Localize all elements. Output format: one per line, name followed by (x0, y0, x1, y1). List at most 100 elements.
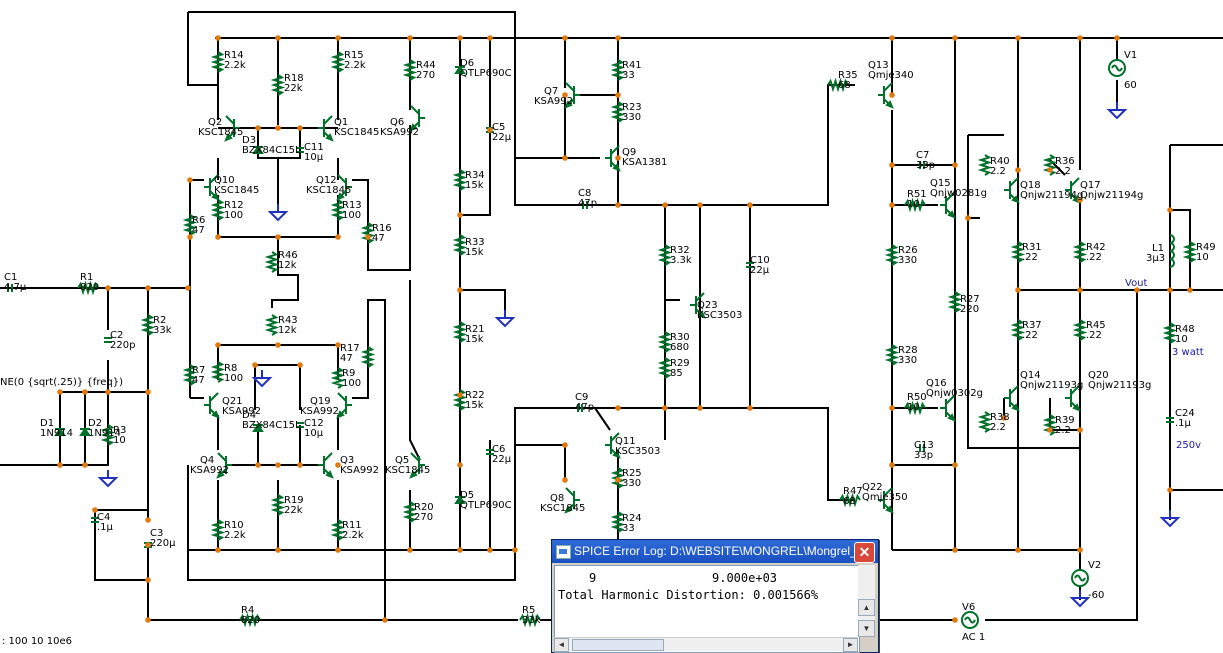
resistor-r21[interactable] (452, 321, 468, 343)
resistor-r6[interactable] (182, 214, 198, 236)
resistor-r41[interactable] (610, 59, 626, 81)
resistor-r43[interactable] (264, 314, 280, 336)
resistor-r35[interactable] (827, 77, 849, 93)
resistor-r42[interactable] (1072, 241, 1088, 263)
resistor-r16[interactable] (360, 222, 376, 244)
diode-d3[interactable] (252, 145, 264, 154)
diode-d5[interactable] (454, 495, 466, 504)
transistor-q7[interactable] (564, 82, 580, 109)
resistor-r11[interactable] (330, 519, 346, 541)
diode-d1[interactable] (54, 427, 66, 436)
resistor-r17[interactable] (360, 346, 376, 368)
resistor-r30[interactable] (657, 331, 673, 353)
resistor-r4[interactable] (239, 612, 261, 628)
resistor-r48[interactable] (1162, 322, 1178, 344)
error-log-titlebar[interactable]: SPICE Error Log: D:\WEBSITE\MONGREL\Mong… (552, 540, 878, 563)
resistor-r15[interactable] (330, 51, 346, 73)
resistor-r14[interactable] (210, 51, 226, 73)
resistor-r10[interactable] (210, 519, 226, 541)
transistor-q10[interactable] (204, 174, 220, 201)
capacitor-c24[interactable] (1166, 417, 1174, 423)
resistor-r20[interactable] (402, 501, 418, 523)
resistor-r19[interactable] (270, 494, 286, 516)
resistor-r40[interactable] (977, 154, 993, 176)
voltage-source-v1[interactable] (1108, 59, 1126, 77)
resistor-r32[interactable] (657, 244, 673, 266)
transistor-q13[interactable] (878, 82, 894, 109)
resistor-r45[interactable] (1072, 319, 1088, 341)
transistor-q6[interactable] (409, 105, 425, 132)
capacitor-c6[interactable] (486, 449, 494, 455)
capacitor-c13[interactable] (919, 444, 925, 452)
resistor-r1[interactable] (77, 280, 99, 296)
transistor-q15[interactable] (940, 192, 956, 219)
resistor-r50[interactable] (904, 400, 926, 416)
resistor-r9[interactable] (330, 367, 346, 389)
diode-d6[interactable] (454, 65, 466, 74)
capacitor-c10[interactable] (746, 262, 754, 268)
capacitor-c1[interactable] (7, 284, 13, 292)
resistor-r8[interactable] (210, 361, 226, 383)
resistor-r29[interactable] (657, 357, 673, 379)
resistor-r2[interactable] (140, 314, 156, 336)
transistor-q21[interactable] (204, 392, 220, 419)
resistor-r34[interactable] (452, 169, 468, 191)
transistor-q23[interactable] (690, 292, 706, 319)
transistor-q19[interactable] (336, 392, 352, 419)
transistor-q20[interactable] (1065, 385, 1081, 412)
resistor-r33[interactable] (452, 234, 468, 256)
resistor-r38[interactable] (977, 411, 993, 433)
resistor-r25[interactable] (610, 467, 626, 489)
transistor-q18[interactable] (1004, 177, 1020, 204)
transistor-q4[interactable] (216, 452, 232, 479)
resistor-r47[interactable] (839, 492, 861, 508)
scroll-down-button[interactable]: ▼ (858, 620, 875, 637)
resistor-r46[interactable] (264, 251, 280, 273)
close-button[interactable]: ✕ (854, 542, 875, 563)
transistor-q14[interactable] (1004, 385, 1020, 412)
resistor-r24[interactable] (610, 511, 626, 533)
resistor-r31[interactable] (1010, 241, 1026, 263)
resistor-r3[interactable] (100, 424, 116, 446)
inductor-l1[interactable] (1169, 234, 1175, 268)
resistor-r51[interactable] (904, 197, 926, 213)
transistor-q11[interactable] (605, 432, 621, 459)
resistor-r37[interactable] (1010, 319, 1026, 341)
capacitor-c4[interactable] (91, 517, 99, 523)
capacitor-c2[interactable] (104, 337, 112, 343)
transistor-q1[interactable] (318, 115, 334, 142)
transistor-q12[interactable] (336, 174, 352, 201)
spice-error-log-window[interactable]: SPICE Error Log: D:\WEBSITE\MONGREL\Mong… (551, 539, 879, 653)
diode-d2[interactable] (79, 427, 91, 436)
resistor-r49[interactable] (1182, 241, 1198, 263)
vertical-scrollbar[interactable]: ▲ ▼ (858, 565, 875, 637)
resistor-r18[interactable] (270, 74, 286, 96)
resistor-r44[interactable] (402, 59, 418, 81)
resistor-r12[interactable] (210, 199, 226, 221)
transistor-q2[interactable] (224, 115, 240, 142)
scroll-right-button[interactable]: ► (843, 638, 858, 652)
transistor-q16[interactable] (940, 395, 956, 422)
resistor-r5[interactable] (519, 612, 541, 628)
voltage-source-v6[interactable] (961, 611, 979, 629)
voltage-source-v2[interactable] (1071, 569, 1089, 587)
transistor-q8[interactable] (564, 487, 580, 514)
diode-d4[interactable] (252, 423, 264, 432)
scroll-thumb[interactable] (572, 639, 664, 651)
resistor-r27[interactable] (947, 291, 963, 313)
resistor-r26[interactable] (884, 244, 900, 266)
resistor-r13[interactable] (330, 199, 346, 221)
scroll-up-button[interactable]: ▲ (858, 599, 875, 616)
scroll-left-button[interactable]: ◄ (554, 638, 569, 652)
resistor-r7[interactable] (182, 364, 198, 386)
capacitor-c11[interactable] (296, 147, 304, 153)
transistor-q3[interactable] (318, 452, 334, 479)
transistor-q5[interactable] (409, 452, 425, 479)
capacitor-c9[interactable] (577, 404, 583, 412)
transistor-q22[interactable] (878, 487, 894, 514)
transistor-q9[interactable] (605, 145, 621, 172)
resistor-r23[interactable] (610, 101, 626, 123)
resistor-r28[interactable] (884, 344, 900, 366)
capacitor-c12[interactable] (296, 422, 304, 428)
